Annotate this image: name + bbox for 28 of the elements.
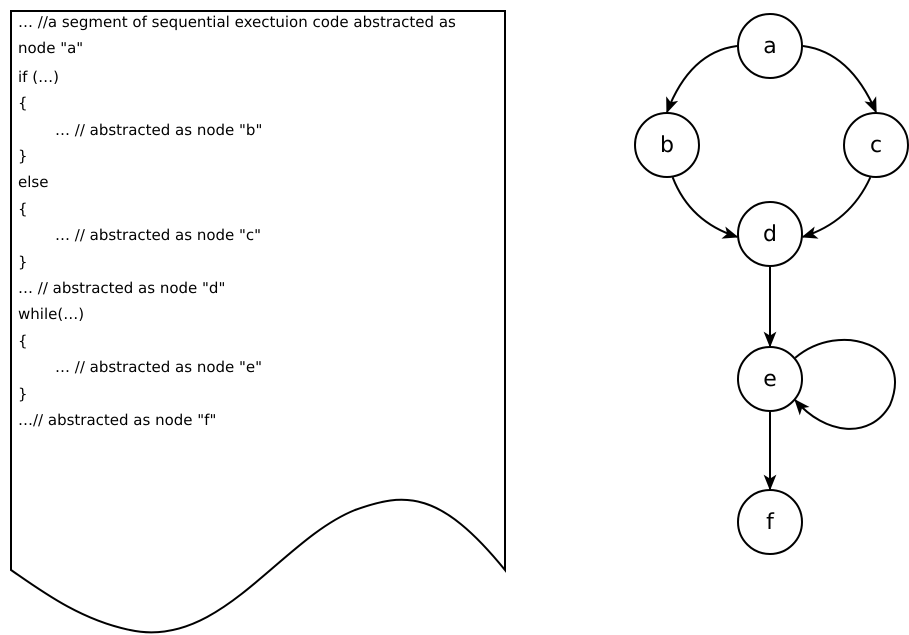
code-line: while(…) [18,304,84,324]
code-line: … // abstracted as node "d" [18,278,226,298]
arrow [666,45,738,114]
code-line: { [18,198,28,219]
arrow [802,45,877,114]
code-line: } [18,384,28,404]
code-line: … // abstracted as node "c" [55,225,262,246]
code-line: … // abstracted as node "e" [55,357,262,378]
arrow [764,267,776,348]
node-label: e [763,366,777,392]
arrow [764,412,776,491]
code-line: … //a segment of sequential exectuion code abstracted as node "a" [18,12,457,60]
code-line: { [18,93,28,114]
node-label: d [763,222,777,246]
arrow [672,177,739,238]
arrow [801,177,872,238]
code-line: } [18,252,28,272]
code-line: } [18,146,28,166]
code-line: else [18,172,48,192]
node-label: b [660,132,674,158]
node-label: f [766,510,774,534]
code-line: if (…) [18,66,59,87]
code-line: … // abstracted as node "b" [55,120,262,140]
node-label: a [763,34,777,58]
code-line: …// abstracted as node "f" [18,410,216,430]
code-line: { [18,330,28,351]
node-label: c [870,132,882,158]
arrow [794,339,896,430]
